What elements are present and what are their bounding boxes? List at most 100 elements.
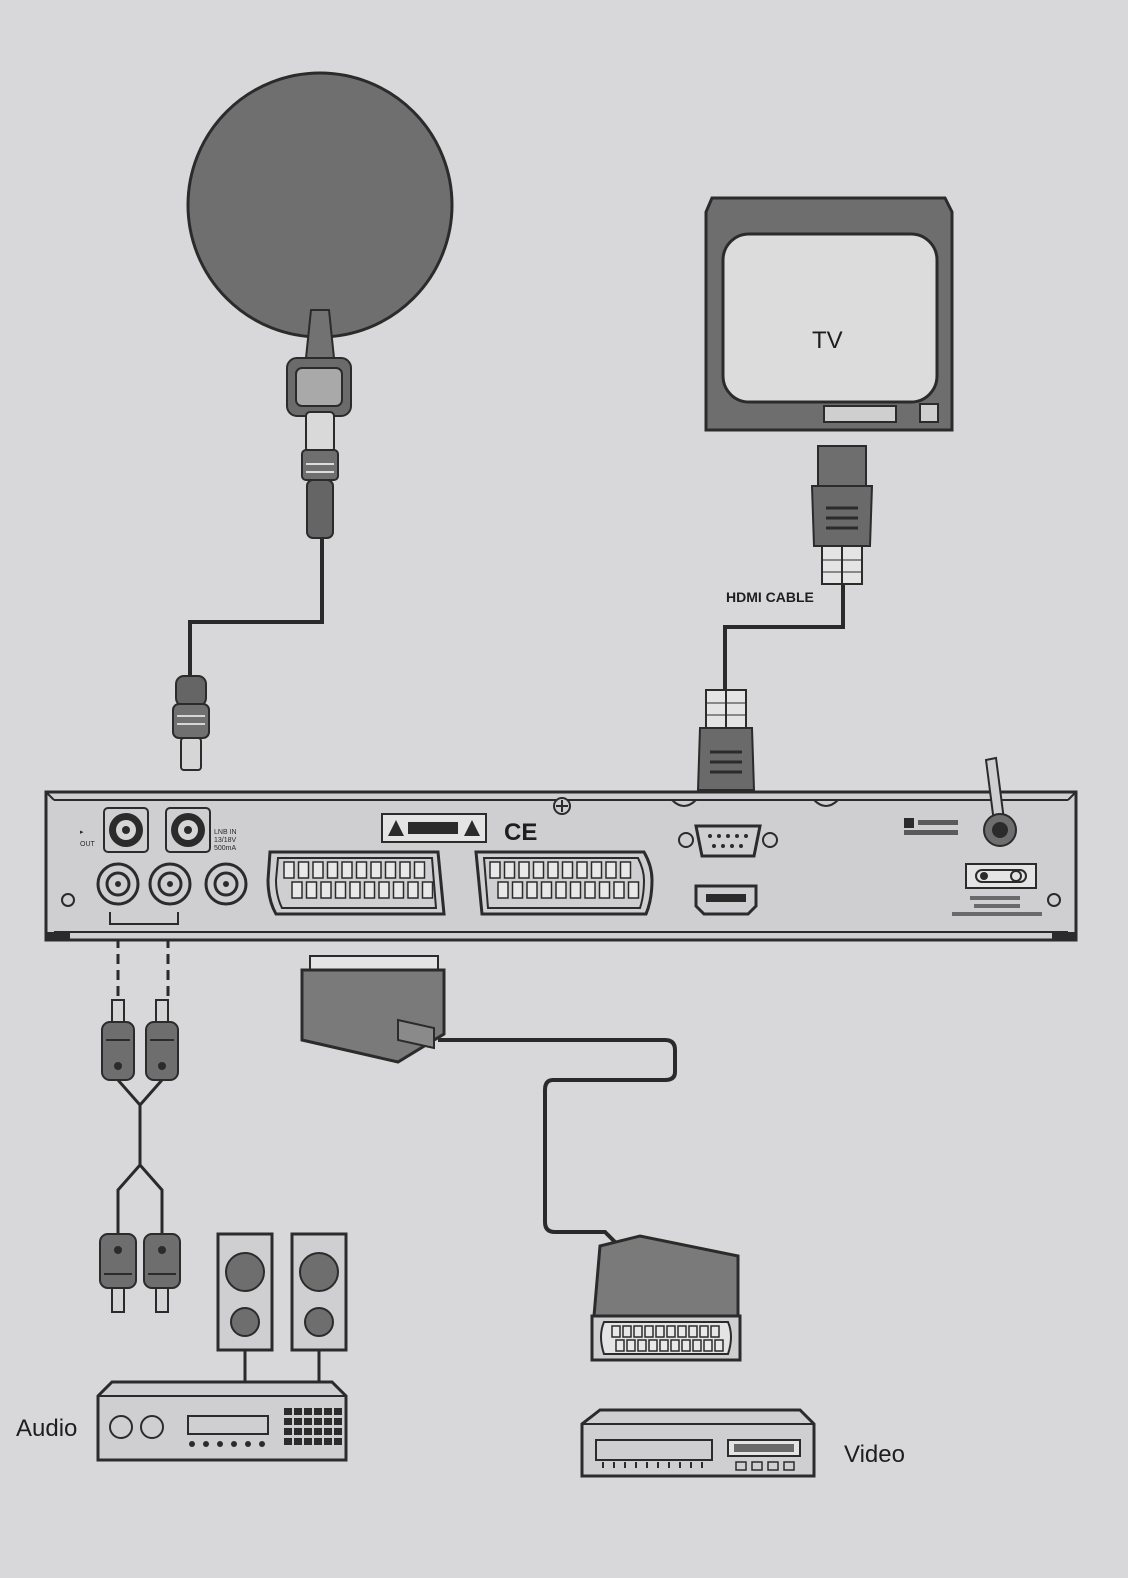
amplifier-button bbox=[294, 1428, 302, 1435]
vcr-tick bbox=[679, 1462, 681, 1468]
amplifier-button bbox=[294, 1408, 302, 1415]
ce-mark: CE bbox=[504, 819, 537, 846]
scart-pin bbox=[312, 861, 324, 879]
hdmi-cable-line bbox=[723, 585, 845, 690]
hdmi-port-icon bbox=[694, 884, 758, 916]
vcr-icon bbox=[580, 1408, 816, 1478]
vcr-tick bbox=[657, 1462, 659, 1468]
scart-pin bbox=[378, 881, 390, 899]
warning-label-icon bbox=[381, 813, 487, 843]
audio-left-jack-icon bbox=[148, 862, 192, 906]
scart-pin bbox=[699, 1325, 709, 1338]
scart-pin bbox=[670, 1339, 680, 1352]
amplifier-dot bbox=[189, 1441, 195, 1447]
scart-pin bbox=[637, 1339, 647, 1352]
scart-pin bbox=[659, 1339, 669, 1352]
lnb-loop-out-connector-icon bbox=[103, 807, 149, 853]
scart-pin bbox=[626, 1339, 636, 1352]
vcr-tick bbox=[602, 1462, 604, 1468]
antenna-cable bbox=[188, 535, 324, 680]
scart-cable-line bbox=[438, 1038, 677, 1247]
scart-pin bbox=[644, 1325, 654, 1338]
scart-pin bbox=[576, 861, 588, 879]
amplifier-button bbox=[334, 1438, 342, 1445]
scart-pin bbox=[681, 1339, 691, 1352]
rs232-port-icon bbox=[678, 824, 778, 858]
scart-pin bbox=[363, 881, 376, 899]
vcr-button bbox=[783, 1461, 795, 1471]
scart-plug-receiver-icon bbox=[300, 955, 446, 1064]
scart-pin bbox=[619, 861, 632, 879]
scart-pin bbox=[590, 861, 603, 879]
scart-pin bbox=[710, 1325, 720, 1338]
scart-pin bbox=[569, 881, 582, 899]
scart-pin bbox=[497, 881, 509, 899]
speaker-wires bbox=[243, 1350, 321, 1382]
tv-icon bbox=[704, 196, 954, 432]
amplifier-button bbox=[314, 1408, 322, 1415]
amplifier-dot bbox=[203, 1441, 209, 1447]
vcr-tick bbox=[635, 1462, 637, 1468]
amplifier-button bbox=[324, 1418, 332, 1425]
fuse-label bbox=[952, 896, 1042, 916]
antenna-plug-icon bbox=[172, 675, 210, 771]
scart-pin bbox=[611, 1325, 621, 1338]
amplifier-button bbox=[334, 1428, 342, 1435]
scart-pin bbox=[692, 1339, 702, 1352]
scart-vcr-pins bbox=[283, 861, 434, 899]
amplifier-button bbox=[314, 1418, 322, 1425]
scart-pin bbox=[421, 881, 434, 899]
scart-pin bbox=[384, 861, 397, 879]
hdmi-plug-tv-icon bbox=[810, 445, 874, 585]
scart-pin bbox=[615, 1339, 625, 1352]
satellite-dish-icon bbox=[186, 71, 454, 539]
amplifier-dot bbox=[231, 1441, 237, 1447]
amplifier-dot bbox=[259, 1441, 265, 1447]
scart-pin bbox=[511, 881, 524, 899]
scart-pin bbox=[648, 1339, 658, 1352]
scart-pin bbox=[489, 861, 501, 879]
amplifier-button bbox=[304, 1408, 312, 1415]
svg-text:OUT: OUT bbox=[80, 841, 96, 848]
lnb-in-connector-icon bbox=[165, 807, 211, 853]
audio-cable-lines bbox=[116, 938, 170, 1235]
hdmi-plug-receiver-icon bbox=[696, 689, 756, 823]
audio-right-jack-icon bbox=[96, 862, 140, 906]
vcr-tick bbox=[646, 1462, 648, 1468]
vcr-tick bbox=[613, 1462, 615, 1468]
vcr-slot-ticks bbox=[602, 1461, 795, 1471]
amplifier-button-grid bbox=[284, 1408, 342, 1445]
svg-text:500mA: 500mA bbox=[214, 845, 237, 852]
audio-label: Audio bbox=[16, 1415, 77, 1442]
scart-pin bbox=[291, 881, 303, 899]
amplifier-button bbox=[324, 1428, 332, 1435]
amplifier-button bbox=[324, 1408, 332, 1415]
scart-pin bbox=[605, 861, 617, 879]
coaxial-jack-icon bbox=[204, 862, 248, 906]
scart-pin bbox=[283, 861, 295, 879]
vcr-button bbox=[767, 1461, 779, 1471]
amplifier-button bbox=[304, 1438, 312, 1445]
vcr-button bbox=[735, 1461, 747, 1471]
rca-plugs-bottom-icon bbox=[99, 1233, 181, 1313]
tv-label: TV bbox=[812, 327, 843, 354]
scart-pin bbox=[392, 881, 405, 899]
svg-text:13/18V: 13/18V bbox=[214, 837, 237, 844]
power-cord-icon bbox=[983, 756, 1017, 847]
scart-pin bbox=[613, 881, 625, 899]
amplifier-button bbox=[284, 1428, 292, 1435]
amplifier-dots bbox=[189, 1441, 265, 1447]
scart-plug-vcr-pins bbox=[611, 1325, 724, 1352]
scart-pin bbox=[598, 881, 611, 899]
amplifier-button bbox=[324, 1438, 332, 1445]
scart-pin bbox=[355, 861, 368, 879]
scart-pin bbox=[540, 881, 553, 899]
scart-pin bbox=[349, 881, 361, 899]
scart-pin bbox=[503, 861, 516, 879]
scart-pin bbox=[633, 1325, 643, 1338]
amplifier-button bbox=[304, 1418, 312, 1425]
amplifier-button bbox=[284, 1408, 292, 1415]
scart-tv-pins bbox=[489, 861, 640, 899]
